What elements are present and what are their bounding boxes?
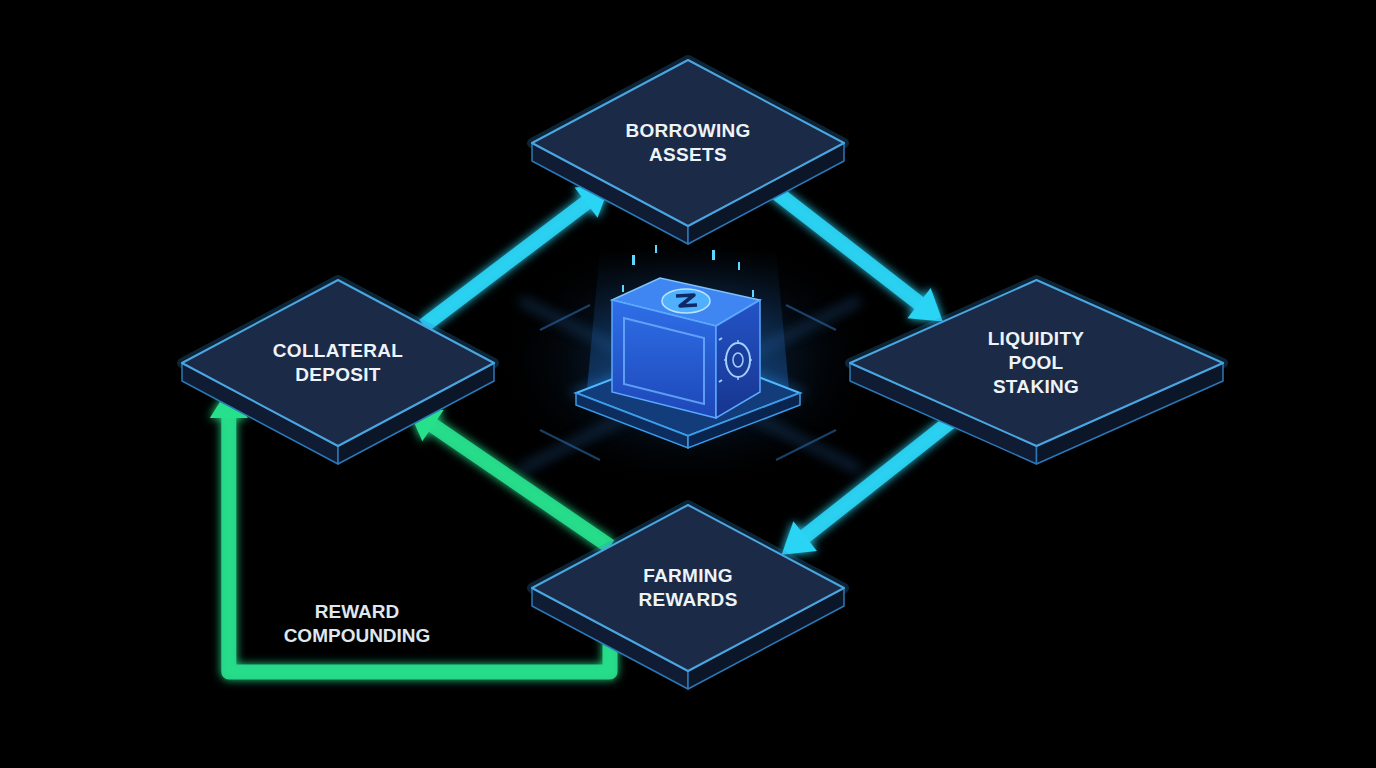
process-diamond: BORROWING ASSETS [532,60,844,244]
edge-label: REWARD COMPOUNDING [262,600,452,648]
node-label: BORROWING ASSETS [613,119,763,167]
flow-arrow [424,185,610,326]
flow-arrow [782,413,962,555]
node-label: LIQUIDITY POOL STAKING [971,327,1101,399]
process-diamond: COLLATERAL DEPOSIT [182,280,494,464]
node-label: COLLATERAL DEPOSIT [263,339,413,387]
process-diamond: LIQUIDITY POOL STAKING [850,280,1223,464]
node-label: FARMING REWARDS [613,564,763,612]
flow-arrow [408,409,610,547]
flow-arrow [210,388,610,672]
process-diamond: FARMING REWARDS [532,505,844,689]
flow-arrow [766,185,943,322]
